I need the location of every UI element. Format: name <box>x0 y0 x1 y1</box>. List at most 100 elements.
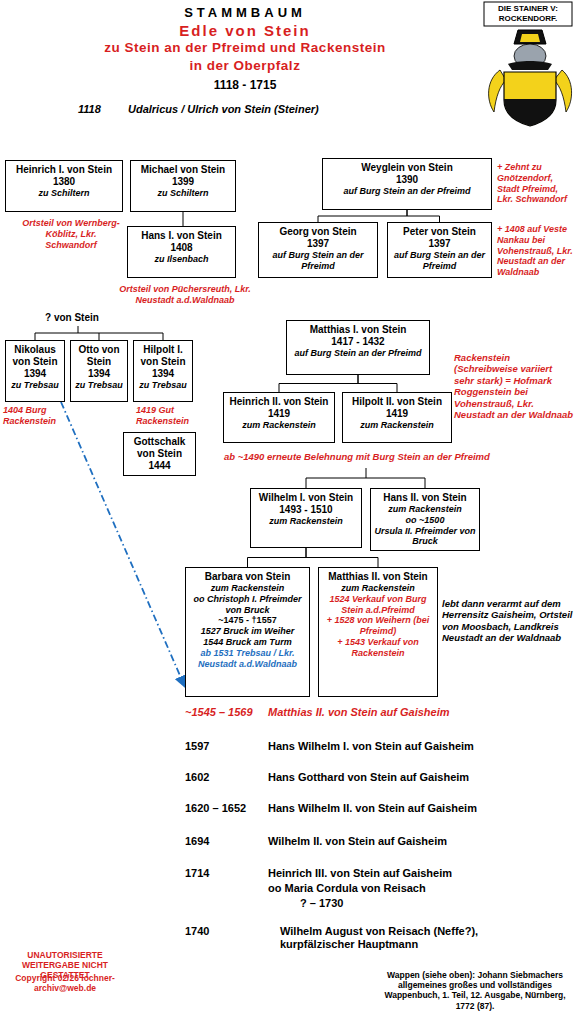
place-note: + 1408 auf Veste Nankau bei Vohenstrauß,… <box>497 224 575 278</box>
lineage-entry: Hans Wilhelm II. von Stein auf Gaisheim <box>268 802 528 815</box>
person-name: Hans II. von Stein <box>374 492 476 504</box>
person-detail: oo Christoph I. Pfreimder von Bruck <box>189 594 306 616</box>
year: 1620 – 1652 <box>185 802 265 815</box>
descent-line <box>318 210 407 222</box>
lineage-entry: Hans Wilhelm I. von Stein auf Gaisheim <box>268 740 528 753</box>
life-dates: ? – 1730 <box>300 897 420 910</box>
lineage-entry: Hans Gotthard von Stein auf Gaisheim <box>268 771 528 784</box>
marriage-note: oo Maria Cordula von Reisach <box>268 882 528 895</box>
person-detail: zum Rackenstein <box>227 420 331 431</box>
person-box: Peter von Stein1397auf Burg Stein an der… <box>387 222 492 278</box>
subtitle: zu Stein an der Pfreimd und Rackenstein <box>70 40 420 56</box>
year: 1394 <box>74 368 124 380</box>
life-note: lebt dann verarmt auf dem Herrensitz Gai… <box>442 598 574 644</box>
estate-note: + 1543 Verkauf von Rackenstein <box>322 637 434 659</box>
year: 1118 <box>78 103 118 116</box>
year: 1740 <box>185 925 255 938</box>
family-bracket <box>35 326 163 340</box>
person-name: Gottschalk von Stein <box>127 436 192 460</box>
person-box: Georg von Stein1397auf Burg Stein an der… <box>258 222 378 278</box>
mantling <box>554 70 572 112</box>
place-note: 1404 Burg Rackenstein <box>3 405 58 427</box>
estate-note: 1524 Verkauf von Burg Stein a.d.Pfreimd <box>322 594 434 616</box>
place-note: Rackenstein (Schreibweise variiert sehr … <box>454 352 574 420</box>
lineage-entry: Heinrich III. von Stein auf Gaisheim <box>268 867 528 880</box>
year: 1394 <box>9 368 61 380</box>
person-detail: zu Trebsau <box>137 380 189 391</box>
year: 1493 - 1510 <box>254 504 358 516</box>
crest <box>514 30 546 44</box>
person-name: Michael von Stein <box>134 164 232 176</box>
person-name: Nikolaus von Stein <box>9 344 61 368</box>
descent-line <box>358 375 397 392</box>
subtitle: in der Oberpfalz <box>95 58 395 74</box>
person-box: Otto von Stein1394zu Trebsau <box>70 340 128 402</box>
descent-line <box>407 210 440 222</box>
person-box: Heinrich II. von Stein1419zum Rackenstei… <box>223 392 335 443</box>
person-box: Hilpolt II. von Stein1419zum Rackenstein <box>342 392 452 443</box>
life-dates: ~1475 - †1557 <box>189 615 306 626</box>
person-detail: auf Burg Stein an der Pfreimd <box>391 250 488 272</box>
person-name: Otto von Stein <box>74 344 124 368</box>
person-box: Gottschalk von Stein1444 <box>123 432 196 476</box>
person-detail: zu Ilsenbach <box>131 254 232 265</box>
person-name: Weyglein von Stein <box>326 162 488 174</box>
year: 1597 <box>185 740 255 753</box>
year: 1397 <box>391 238 488 250</box>
year: 1397 <box>262 238 374 250</box>
subtitle: Edle von Stein <box>95 22 395 40</box>
bracket-drop <box>425 478 426 488</box>
shield-field <box>504 99 556 126</box>
person-box: Michael von Stein1399zu Schiltern <box>130 160 236 212</box>
person-name: Hilpolt II. von Stein <box>346 396 448 408</box>
person-detail: zum Rackenstein <box>346 420 448 431</box>
person-detail: auf Burg Stein an der Pfreimd <box>262 250 374 272</box>
year: 1417 - 1432 <box>290 336 426 348</box>
crest <box>520 34 540 42</box>
person-name: Heinrich II. von Stein <box>227 396 331 408</box>
person-detail: zum Rackenstein <box>374 504 476 515</box>
person-detail: 1527 Bruck im Weiher <box>189 626 306 637</box>
copyright-note: Copyright 02/26 lochner-archiv@web.de <box>14 973 116 993</box>
shield <box>504 72 556 126</box>
person-box: Hans I. von Stein1408zu Ilsenbach <box>127 226 236 278</box>
person-detail: zu Trebsau <box>9 380 61 391</box>
year: 1602 <box>185 771 255 784</box>
family-bracket <box>306 468 425 488</box>
person-detail: Ursula II. Pfreimder von Bruck <box>374 526 476 548</box>
date-range: 1118 - 1715 <box>95 78 395 92</box>
bracket-drop <box>163 333 164 340</box>
diagram-title: STAMMBAUM <box>95 5 395 21</box>
ancestor-name: Udalricus / Ulrich von Stein (Steiner) <box>128 103 388 116</box>
lineage-entry: Wilhelm II. von Stein auf Gaisheim <box>268 835 528 848</box>
bracket-bar <box>306 478 425 479</box>
year: 1408 <box>131 242 232 254</box>
descent-line <box>183 212 184 226</box>
person-name: Heinrich I. von Stein <box>9 164 119 176</box>
wreath <box>508 61 552 70</box>
year: 1419 <box>227 408 331 420</box>
person-box: Barbara von Steinzum Rackensteinoo Chris… <box>185 567 310 697</box>
person-box: Nikolaus von Stein1394zu Trebsau <box>5 340 65 402</box>
person-detail: zu Trebsau <box>74 380 124 391</box>
person-name: Matthias II. von Stein <box>322 571 434 583</box>
year: 1419 <box>346 408 448 420</box>
person-detail: zum Rackenstein <box>189 583 306 594</box>
descent-line <box>248 548 307 567</box>
place-note: Ortsteil von Püchersreuth, Lkr. Neustadt… <box>110 284 260 306</box>
person-box: Weyglein von Stein1390auf Burg Stein an … <box>322 158 492 210</box>
source-note: Wappen (siehe oben): Johann Siebmachers … <box>378 970 572 1011</box>
fief-note: ab ~1490 erneute Belehnung mit Burg Stei… <box>224 451 524 462</box>
person-box: Hilpolt I. von Stein1394zu Trebsau <box>133 340 193 402</box>
year: 1399 <box>134 176 232 188</box>
person-box: Heinrich I. von Stein1380zu Schiltern <box>5 160 123 212</box>
place-note: 1419 Gut Rackenstein <box>136 405 204 427</box>
year: 1380 <box>9 176 119 188</box>
person-detail: auf Burg Stein an der Pfreimd <box>290 348 426 359</box>
bracket-stub <box>78 326 79 333</box>
descent-line <box>306 548 378 567</box>
person-box: Hans II. von Steinzum Rackensteinoo ~150… <box>370 488 480 551</box>
year: 1390 <box>326 174 488 186</box>
person-name: Hilpolt I. von Stein <box>137 344 189 368</box>
